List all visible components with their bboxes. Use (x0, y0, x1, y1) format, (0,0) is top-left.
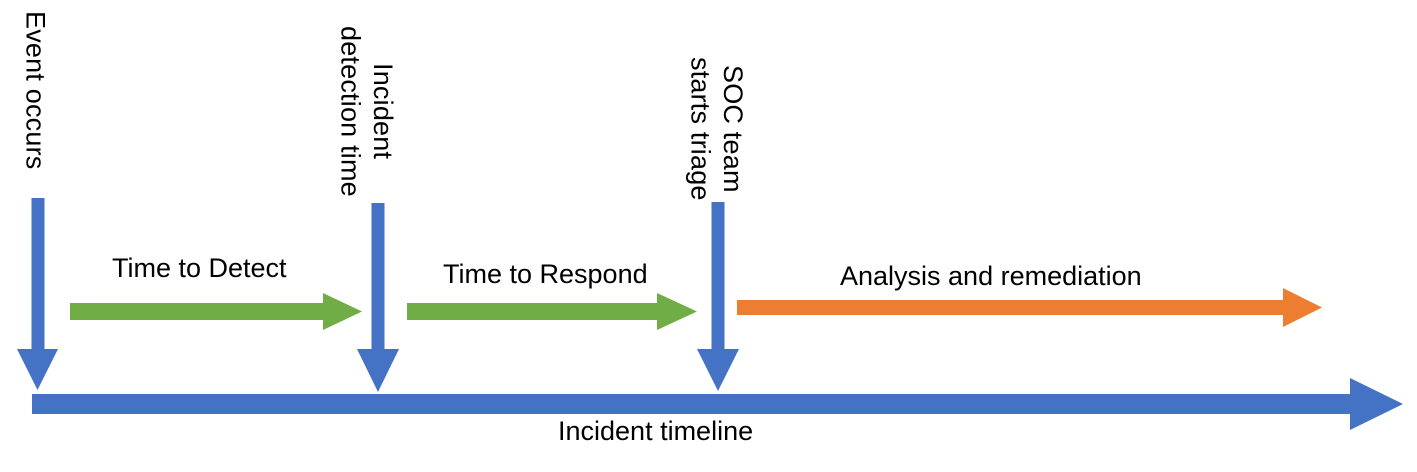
phase-label-analysis-and-remediation: Analysis and remediation (840, 261, 1142, 291)
time-to-respond-arrow-icon (407, 293, 697, 330)
incident-detection-arrow-icon (357, 203, 399, 392)
phase-label-time-to-respond: Time to Respond (443, 259, 648, 289)
phase-label-time-to-detect: Time to Detect (112, 253, 287, 283)
milestone-label-event-occurs: Event occurs (20, 10, 51, 170)
milestone-label-incident-detection-time: Incident detection time (335, 25, 398, 197)
timeline-caption: Incident timeline (558, 416, 754, 446)
soc-triage-arrow-icon (697, 202, 739, 391)
incident-timeline-arrow-icon (32, 378, 1403, 430)
milestone-label-soc-team-starts-triage: SOC team starts triage (685, 57, 748, 201)
time-to-detect-arrow-icon (70, 293, 362, 330)
analysis-remediation-arrow-icon (737, 288, 1322, 327)
event-occurs-arrow-icon (17, 198, 58, 390)
